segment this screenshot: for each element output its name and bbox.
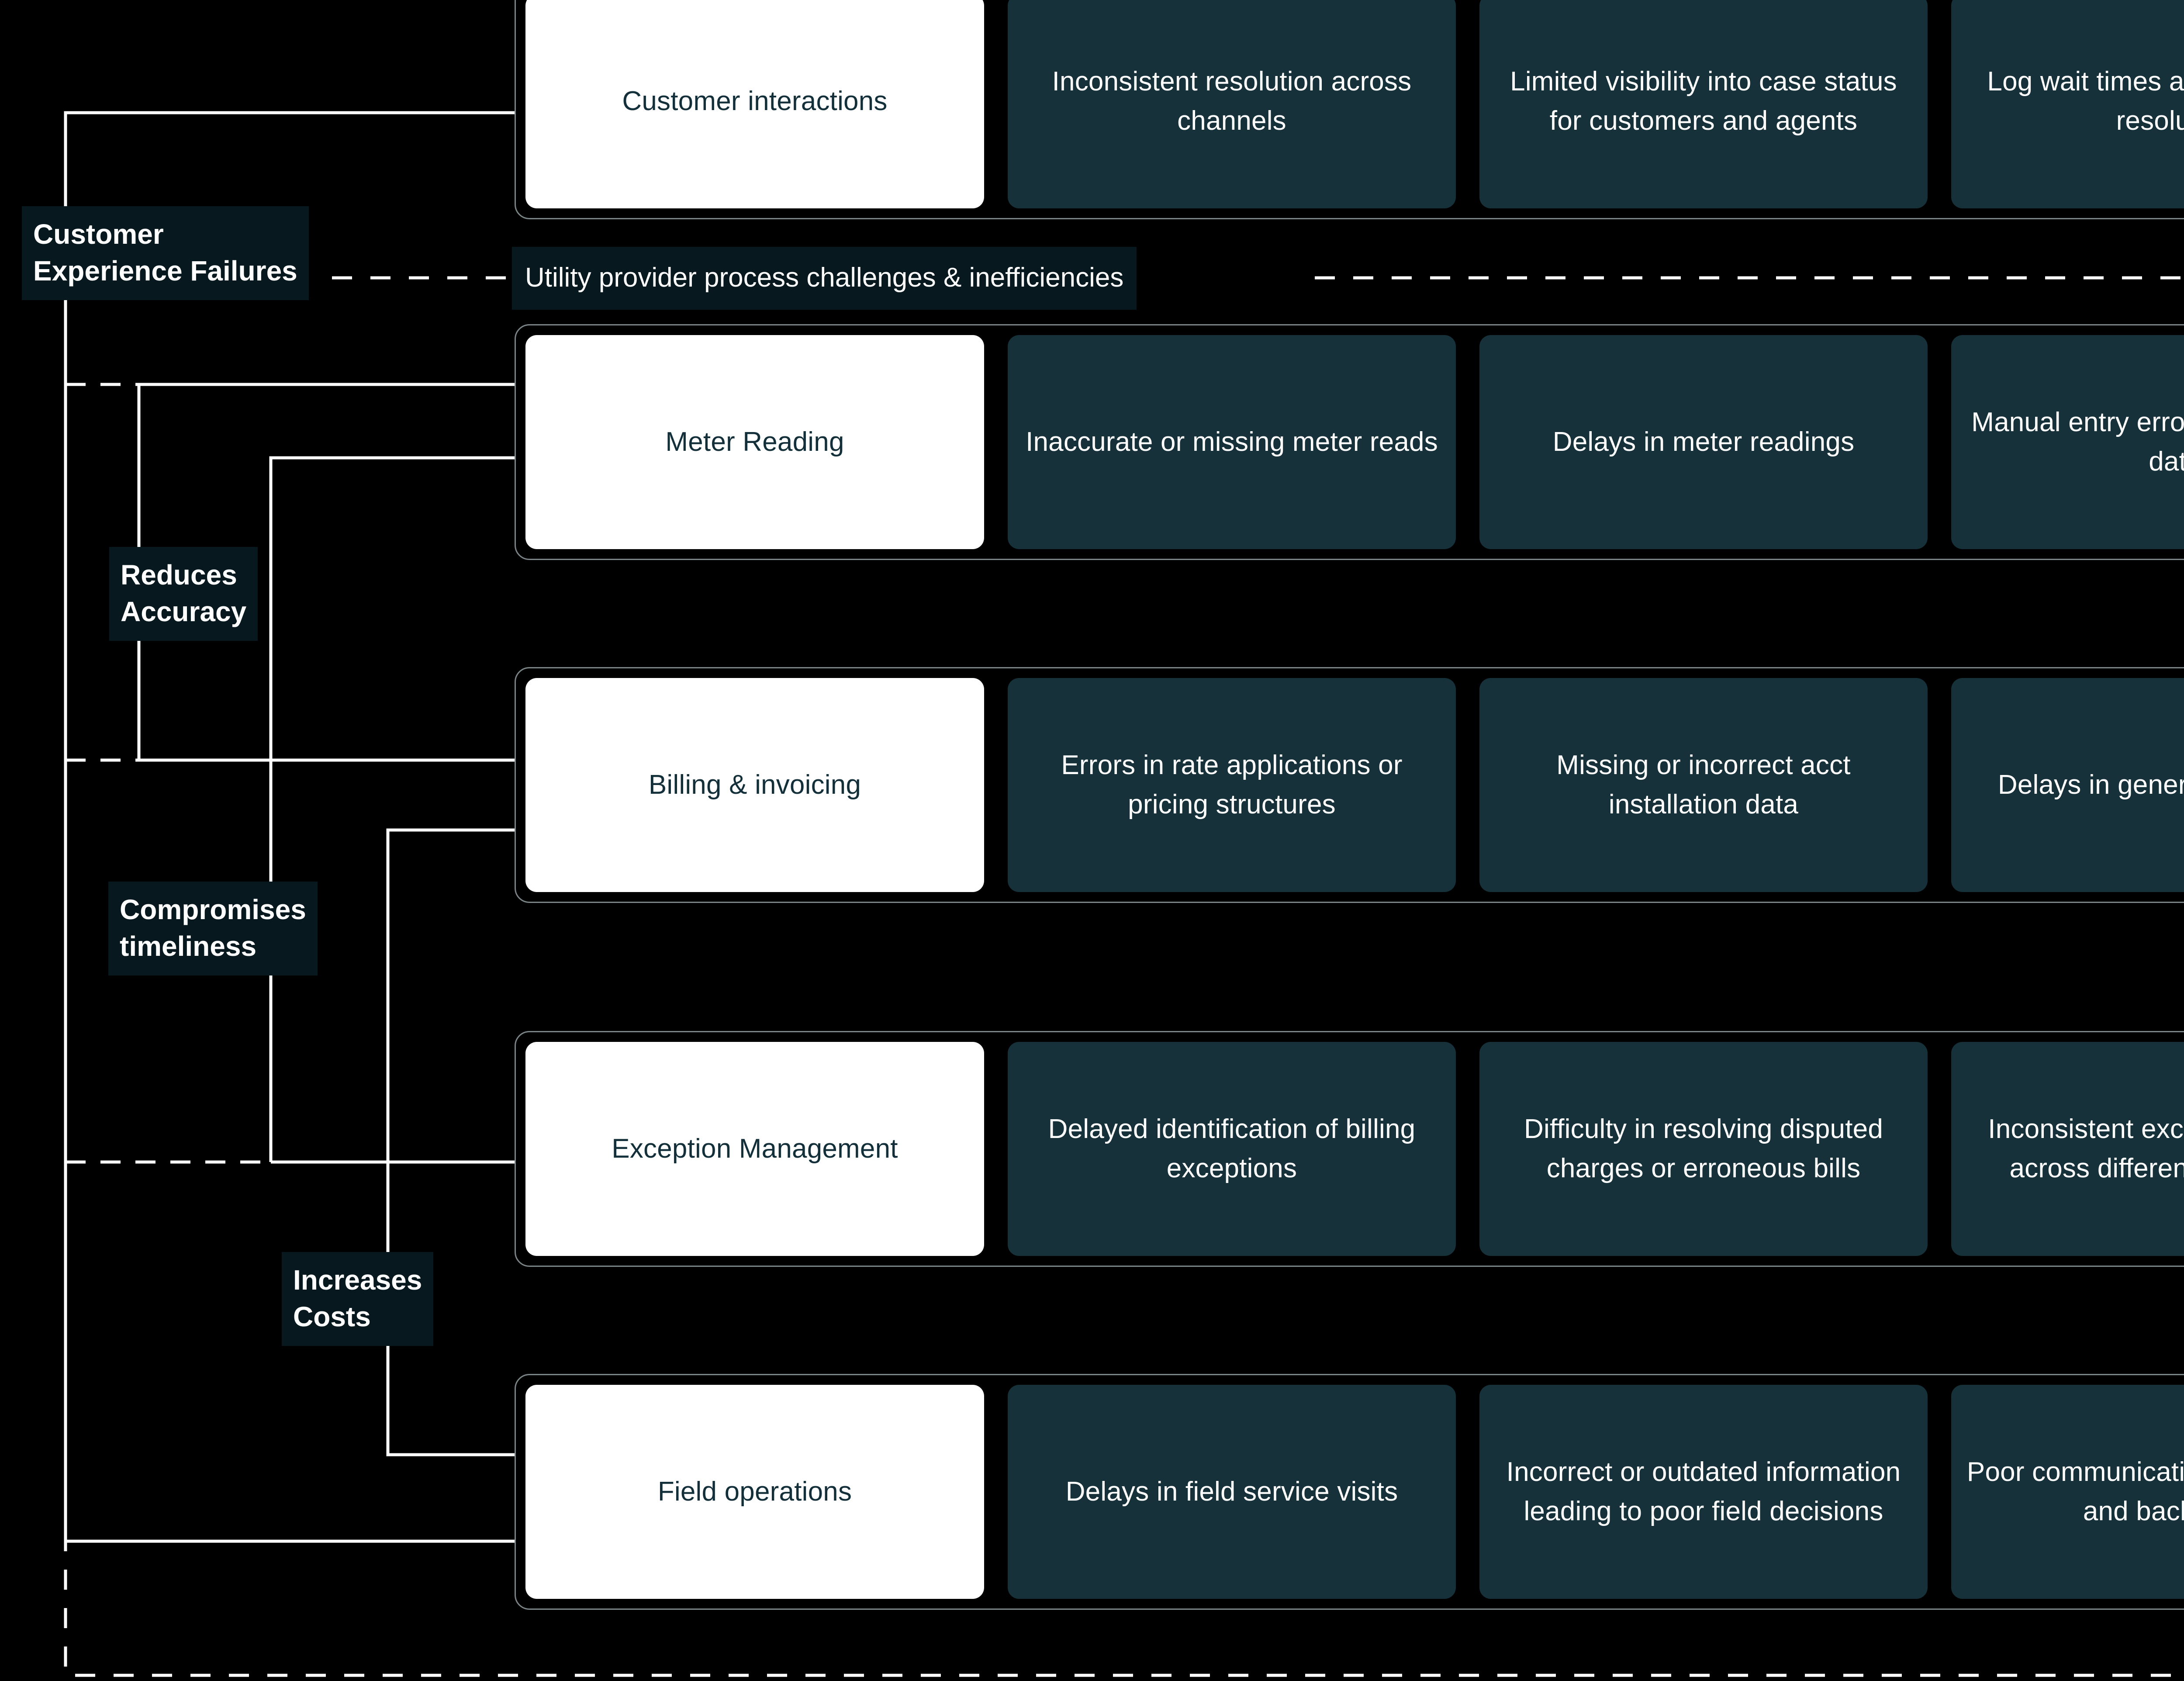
row-customer-interactions: Customer interactions Inconsistent resol… (515, 0, 2184, 219)
issue-card[interactable]: Inconsistent resolution across channels (1008, 0, 1456, 208)
row-meter-reading: Meter Reading Inaccurate or missing mete… (515, 324, 2184, 560)
issue-card[interactable]: Poor communication between field and bac… (1951, 1385, 2184, 1599)
issue-card[interactable]: Delays in meter readings (1479, 335, 1928, 549)
issue-card[interactable]: Missing or incorrect acct installation d… (1479, 678, 1928, 892)
process-card-meter-reading[interactable]: Meter Reading (525, 335, 984, 549)
issue-card[interactable]: Delays in generating invoices (1951, 678, 2184, 892)
issue-card[interactable]: Incorrect or outdated information leadin… (1479, 1385, 1928, 1599)
issue-card[interactable]: Difficulty in resolving disputed charges… (1479, 1042, 1928, 1256)
issue-card[interactable]: Log wait times and low first call resolu… (1951, 0, 2184, 208)
process-card-exception-management[interactable]: Exception Management (525, 1042, 984, 1256)
row-exception-management: Exception Management Delayed identificat… (515, 1031, 2184, 1267)
row-field-operations: Field operations Delays in field service… (515, 1374, 2184, 1610)
process-card-field-operations[interactable]: Field operations (525, 1385, 984, 1599)
impact-label-increases-costs: Increases Costs (282, 1252, 434, 1346)
process-card-billing-invoicing[interactable]: Billing & invoicing (525, 678, 984, 892)
issue-card[interactable]: Limited visibility into case status for … (1479, 0, 1928, 208)
impact-label-reduces-accuracy: Reduces Accuracy (109, 547, 258, 641)
issue-card[interactable]: Inconsistent exception handing across di… (1951, 1042, 2184, 1256)
impact-label-customer-experience-failures: Customer Experience Failures (22, 206, 309, 300)
banner-utility-process-challenges: Utility provider process challenges & in… (512, 247, 1137, 310)
issue-card[interactable]: Manual entry errors or incomplete data (1951, 335, 2184, 549)
row-billing-invoicing: Billing & invoicing Errors in rate appli… (515, 667, 2184, 903)
issue-card[interactable]: Inaccurate or missing meter reads (1008, 335, 1456, 549)
issue-card[interactable]: Delays in field service visits (1008, 1385, 1456, 1599)
issue-card[interactable]: Errors in rate applications or pricing s… (1008, 678, 1456, 892)
issue-card[interactable]: Delayed identification of billing except… (1008, 1042, 1456, 1256)
impact-label-compromises-timeliness: Compromises timeliness (108, 882, 318, 975)
process-card-customer-interactions[interactable]: Customer interactions (525, 0, 984, 208)
